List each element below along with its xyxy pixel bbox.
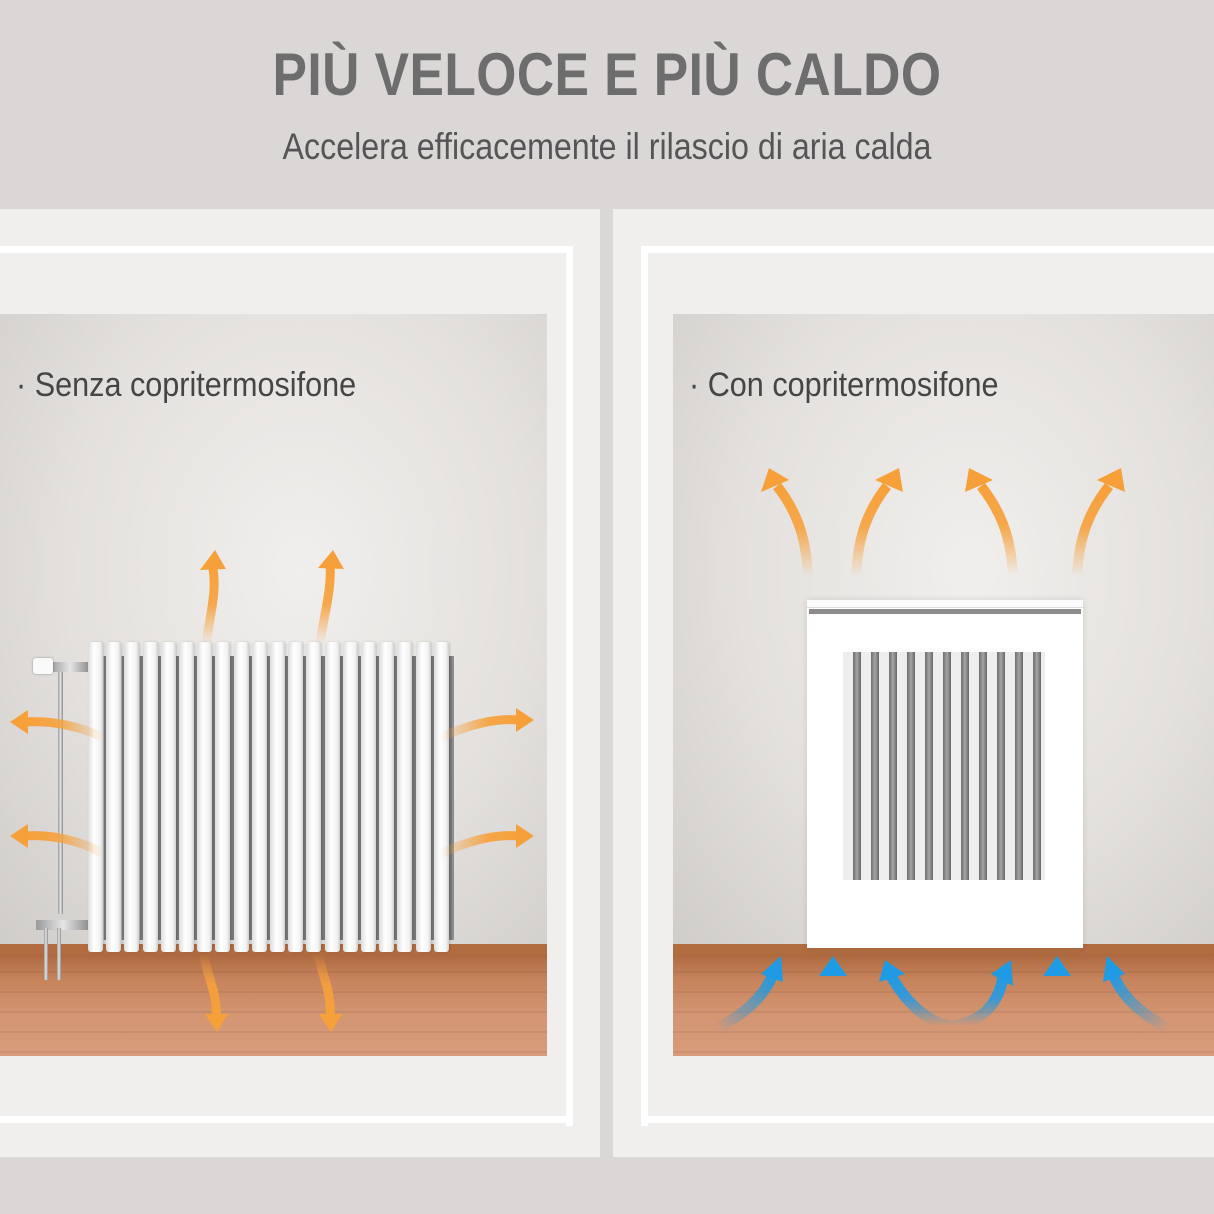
radiator-fin xyxy=(342,642,358,952)
radiator-fin xyxy=(142,642,158,952)
arrow-up-icon xyxy=(200,550,226,645)
frame-line xyxy=(641,1116,1214,1123)
frame-line xyxy=(641,246,1214,253)
radiator-fin xyxy=(415,642,431,952)
grill-slot xyxy=(853,652,861,880)
arrow-left-icon xyxy=(10,824,107,858)
floor-pipe xyxy=(57,928,61,980)
vertical-pipe xyxy=(58,666,63,914)
radiator-fin xyxy=(106,642,122,952)
cover-grill xyxy=(843,652,1045,880)
cool-arrow-curve-icon xyxy=(879,960,1013,1032)
floor-pipe xyxy=(44,928,48,980)
radiator-fin xyxy=(197,642,213,952)
header: PIÙ VELOCE E PIÙ CALDO Accelera efficace… xyxy=(0,0,1214,209)
radiator-fin xyxy=(88,642,103,952)
arrow-right-icon xyxy=(438,824,534,859)
caption-without-cover: · Senza copritermosifone xyxy=(16,366,357,404)
radiator-fin xyxy=(215,642,231,952)
radiator-fin xyxy=(124,642,140,952)
radiator-cover xyxy=(807,600,1083,948)
radiator-fin xyxy=(397,642,413,952)
photo-radiator-with-cover: · Con copritermosifone xyxy=(673,314,1214,1056)
grill-slot xyxy=(871,652,879,880)
baseboard xyxy=(673,944,1214,954)
cool-arrow-in-icon xyxy=(714,956,783,1034)
thermostatic-valve-head xyxy=(33,658,53,674)
radiator-fin xyxy=(270,642,285,952)
frame-line xyxy=(0,1116,573,1123)
warm-air-arrows xyxy=(10,550,534,1032)
cover-vent-groove xyxy=(809,609,1081,614)
valve-bottom xyxy=(36,920,90,930)
warm-arrow-up-icon xyxy=(761,468,813,577)
grill-slot xyxy=(907,652,915,880)
warm-arrow-up-icon xyxy=(965,468,1018,577)
frame-line xyxy=(641,246,648,1126)
warm-arrow-up-icon xyxy=(1072,468,1125,577)
radiator-fin xyxy=(179,642,194,952)
arrow-down-icon xyxy=(313,953,342,1032)
grill-slot xyxy=(1015,652,1023,880)
radiator-fin xyxy=(288,642,304,952)
grill-slot xyxy=(889,652,897,880)
airflow-arrows xyxy=(714,468,1171,1034)
frame-line xyxy=(0,246,573,253)
valve-top xyxy=(50,662,90,672)
photo-radiator-without-cover: · Senza copritermosifone xyxy=(0,314,547,1056)
radiator-fin xyxy=(160,642,176,952)
radiator-fin xyxy=(433,642,449,952)
grill-slot xyxy=(961,652,969,880)
arrow-up-icon xyxy=(315,550,344,645)
page-subtitle: Accelera efficacemente il rilascio di ar… xyxy=(282,126,932,167)
grill-slot xyxy=(1033,652,1041,880)
radiator-fin xyxy=(233,642,249,952)
wooden-floor xyxy=(673,951,1214,1056)
arrow-down-icon xyxy=(199,953,228,1032)
cool-arrow-up-icon xyxy=(819,956,847,1034)
arrow-right-icon xyxy=(438,708,534,743)
radiator-fin xyxy=(379,642,395,952)
cover-top-shelf xyxy=(807,600,1083,608)
cool-arrow-in-icon xyxy=(1103,956,1171,1034)
page-title: PIÙ VELOCE E PIÙ CALDO xyxy=(272,41,942,108)
wooden-floor xyxy=(0,951,547,1056)
warm-arrow-up-icon xyxy=(851,468,903,577)
grill-slot xyxy=(997,652,1005,880)
radiator-fin xyxy=(361,642,376,952)
radiator-fin xyxy=(324,642,340,952)
grill-slot xyxy=(943,652,951,880)
radiator-fin xyxy=(251,642,267,952)
radiator xyxy=(88,642,460,952)
grill-slot xyxy=(979,652,987,880)
frame-line xyxy=(566,246,573,1126)
arrow-left-icon xyxy=(10,710,107,743)
grill-slot xyxy=(925,652,933,880)
radiator-fin xyxy=(306,642,322,952)
caption-with-cover: · Con copritermosifone xyxy=(689,366,999,404)
cool-arrow-up-icon xyxy=(1043,956,1071,1034)
